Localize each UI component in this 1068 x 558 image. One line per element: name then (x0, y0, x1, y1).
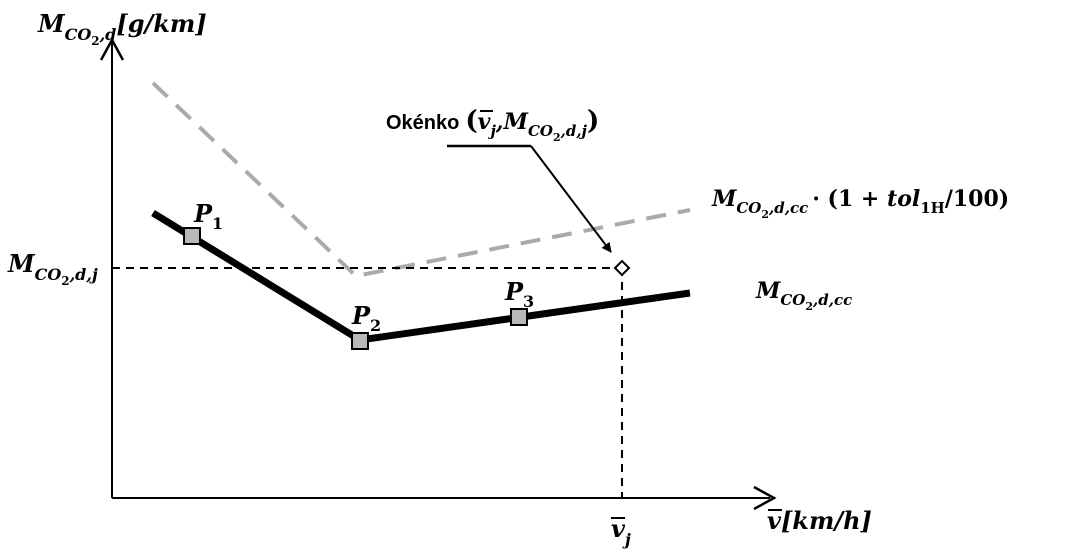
window-diamond-icon (613, 259, 631, 277)
point-marker-p2 (351, 332, 369, 350)
point-marker-p1 (183, 227, 201, 245)
label-m-dj: MCO2,d,j (7, 249, 98, 288)
label-m-dcc: MCO2,d,cc (755, 278, 852, 313)
point-label-p2: P2 (351, 301, 381, 335)
label-tolerance: MCO2,d,cc· (1 + tol1H/100) (711, 186, 1009, 221)
window-arrow (530, 145, 612, 253)
x-axis-title: v[km/h] (767, 506, 872, 535)
point-marker-p3 (510, 308, 528, 326)
x-axis-arrow-icon (753, 485, 777, 511)
point-label-p1: P1 (193, 199, 223, 233)
y-axis-title: MCO2,d[g/km] (37, 9, 207, 48)
label-v-j: vj (611, 514, 631, 549)
window-annotation: Okénko(vj,MCO2,d,j) (386, 106, 599, 144)
point-label-p3: P3 (504, 277, 534, 311)
co2-curve (151, 210, 691, 344)
y-axis-arrow-icon (99, 37, 125, 61)
